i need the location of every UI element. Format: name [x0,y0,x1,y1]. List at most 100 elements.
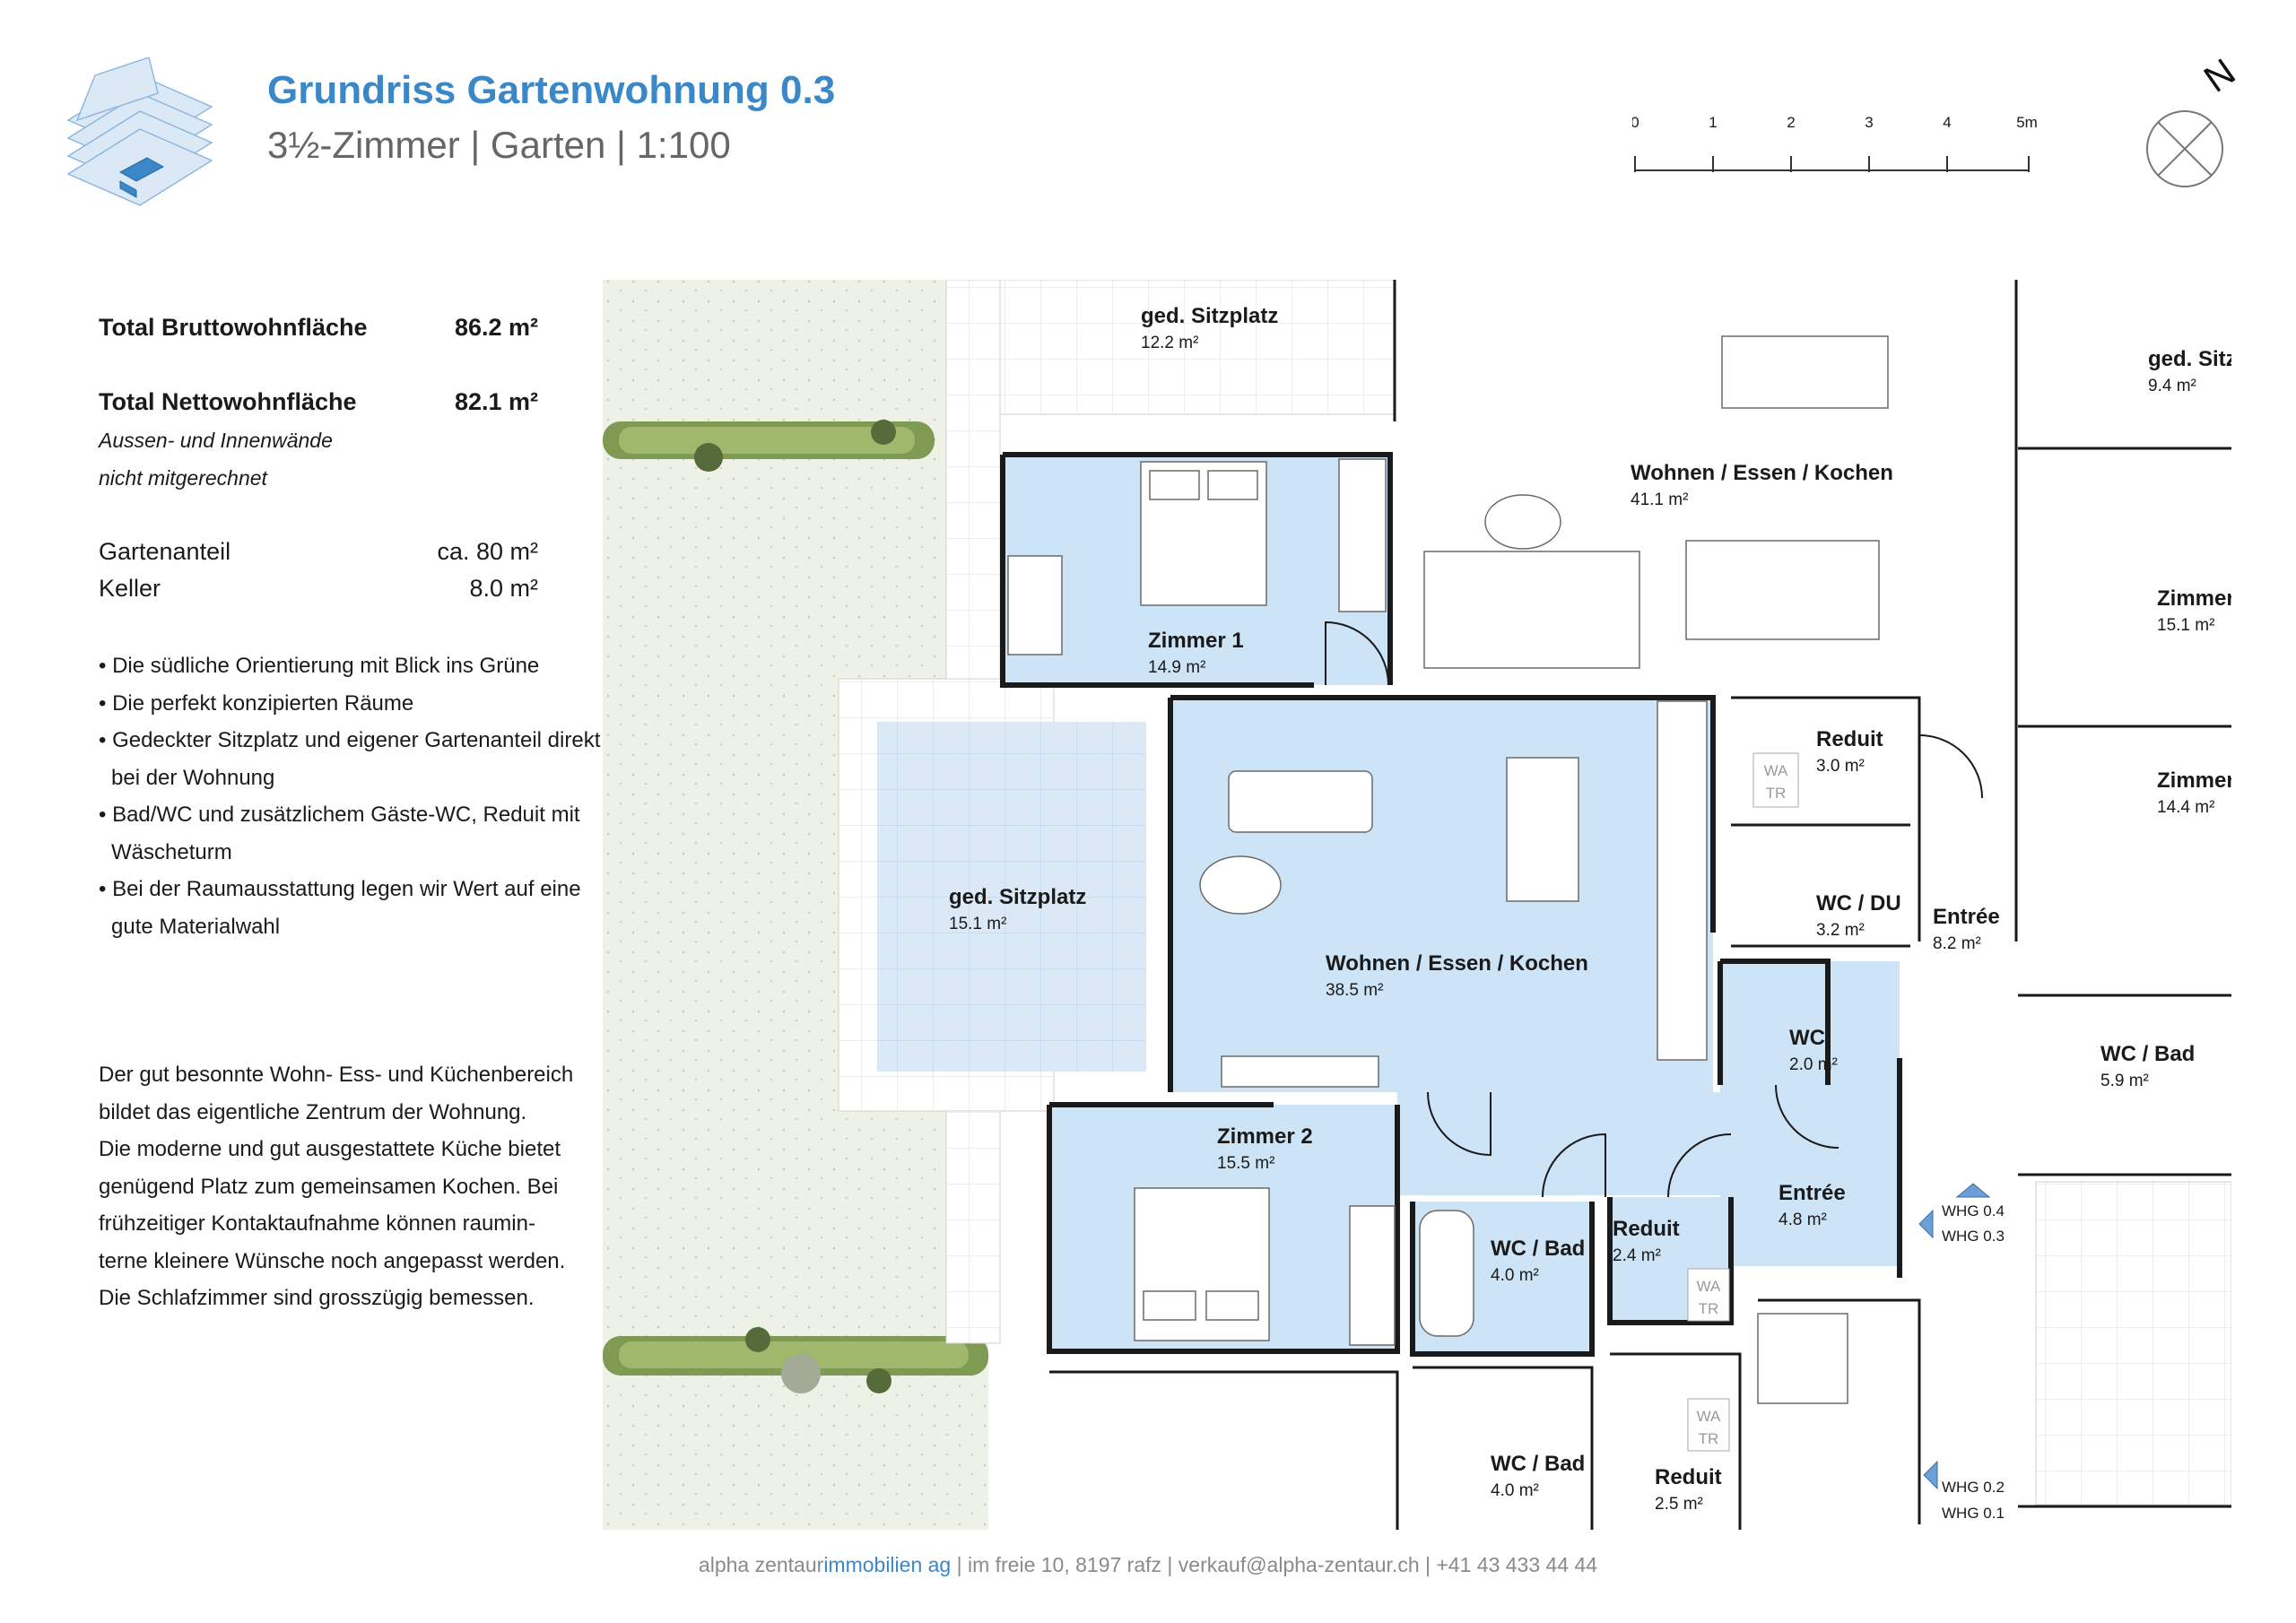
neighbor-room-name: Zimmer [2157,768,2231,793]
description-line: terne kleinere Wünsche noch angepasst we… [99,1248,566,1273]
north-arrow-icon: N [2146,50,2242,187]
room-area: 15.1 m² [949,915,1006,933]
triangle-left-icon [1918,1209,1934,1239]
apartment-markers: WHG 0.4 WHG 0.3 WHG 0.2 WHG 0.1 [1918,1183,2005,1522]
neighbor-room-area: 12.2 m² [1141,334,1198,352]
description-line: Die moderne und gut ausgestattete Küche … [99,1137,561,1161]
watr-label: WA [1764,762,1788,779]
netto-note: nicht mitgerechnet [99,466,267,490]
washer-tower-icon: WA TR [1752,752,1799,808]
neighbor-room-area: 14.4 m² [2157,798,2214,817]
neighbor-shower [1757,1313,1848,1404]
netto-value: 82.1 m² [454,388,538,415]
footer: alpha zentaurimmobilien ag | im freie 10… [0,1553,2296,1577]
sideboard [1221,1055,1379,1088]
washer-tower-icon: WA TR [1687,1268,1730,1322]
keller-value: 8.0 m² [469,575,538,602]
watr-label: WA [1697,1408,1721,1425]
room-name: Wohnen / Essen / Kochen [1326,951,1588,976]
room-area: 38.5 m² [1326,981,1383,1000]
description-line: Die Schlafzimmer sind grosszügig bemesse… [99,1286,535,1310]
whg-label: WHG 0.3 [1942,1228,2005,1245]
watr-label: TR [1699,1430,1719,1447]
garten-row: Gartenanteil ca. 80 m² [99,538,538,566]
scale-tick-label: 5m [2016,114,2038,131]
room-name: WC [1789,1026,1825,1050]
wardrobe [1349,1205,1396,1346]
scale-tick-label: 0 [1632,114,1639,131]
netto-label: Total Nettowohnfläche [99,388,357,415]
scale-bar: 0 1 2 3 4 5m [1632,114,2038,172]
neighbor-room-name: Reduit [1655,1465,1722,1489]
watr-label: TR [1699,1300,1719,1317]
room-area: 2.0 m² [1789,1055,1838,1074]
table-icon [1199,855,1282,915]
description-line: Der gut besonnte Wohn- Ess- und Küchenbe… [99,1063,574,1087]
room-name: ged. Sitzplatz [949,885,1086,909]
washer-tower-icon: WA TR [1687,1398,1730,1452]
neighbor-room-area: 8.2 m² [1933,934,1981,953]
neighbor-room-area: 15.1 m² [2157,616,2214,635]
neighbor-room-area: 9.4 m² [2148,377,2196,395]
neighbor-room-area: 41.1 m² [1631,490,1688,509]
neighbor-sofa [1423,551,1640,669]
room-name: Zimmer 2 [1217,1124,1313,1149]
neighbor-room-name: Reduit [1816,727,1883,751]
room-wc [1722,973,1828,1079]
list-item: • Die südliche Orientierung mit Blick in… [99,654,540,678]
scale-tick-label: 1 [1709,114,1717,131]
company-suffix: immobilien ag [823,1553,952,1576]
description: Der gut besonnte Wohn- Ess- und Küchenbe… [99,1056,619,1317]
room-area: 2.4 m² [1613,1246,1661,1265]
netto-note: Aussen- und Innenwände [99,429,333,452]
description-line: bildet das eigentliche Zentrum der Wohnu… [99,1099,527,1124]
room-area: 14.9 m² [1148,658,1205,677]
description-line: genügend Platz zum gemeinsamen Kochen. B… [99,1174,559,1199]
watr-label: TR [1766,785,1787,802]
neighbor-terrace [999,280,1396,415]
sofa-icon [1228,770,1373,833]
garten-value: ca. 80 m² [437,538,538,565]
neighbor-room-name: ged. Sitz [2148,347,2231,371]
page-subtitle: 3½-Zimmer | Garten | 1:100 [267,124,731,166]
scale-tick-label: 4 [1943,114,1951,131]
neighbor-room-name: WC / Bad [1491,1452,1585,1476]
whg-label: WHG 0.4 [1942,1202,2005,1219]
contact-info: | im freie 10, 8197 rafz | verkauf@alpha… [951,1553,1598,1576]
scale-tick-label: 3 [1865,114,1873,131]
neighbor-room-name: WC / Bad [2100,1042,2195,1066]
neighbor-room-area: 2.5 m² [1655,1495,1703,1514]
bed-icon [1134,1187,1270,1341]
room-corridor [1397,1092,1720,1195]
room-area: 4.0 m² [1491,1266,1539,1285]
neighbor-table [1484,494,1561,550]
floor-plan: Zimmer 1 14.9 m² ged. Sitzplatz 15.1 m² … [603,280,2231,1530]
neighbor-room-name: WC / DU [1816,891,1901,916]
dining-table-icon [1506,757,1579,902]
room-sitzplatz [877,722,1146,1072]
north-label: N [2196,50,2242,100]
netto-row: Total Nettowohnfläche 82.1 m² [99,388,538,416]
building-logo-icon [66,57,213,206]
list-item: • Gedeckter Sitzplatz und eigener Garten… [99,728,601,790]
neighbor-room-area: 4.0 m² [1491,1481,1539,1500]
wardrobe [1338,458,1387,612]
garten-label: Gartenanteil [99,538,231,565]
company-name: alpha zentaur [698,1553,824,1576]
neighbor-room-name: Entrée [1933,905,2000,929]
room-name: Zimmer 1 [1148,629,1244,653]
page-title: Grundriss Gartenwohnung 0.3 [267,68,836,112]
triangle-left-icon [1923,1460,1938,1490]
neighbor-room-area: 5.9 m² [2100,1072,2149,1090]
triangle-up-icon [1955,1183,1991,1198]
bed-icon [1140,461,1267,606]
room-area: 15.5 m² [1217,1154,1274,1173]
brutto-value: 86.2 m² [454,314,538,341]
neighbor-kitchen [1685,540,1880,640]
kitchen-counter [1657,700,1708,1061]
brutto-row: Total Bruttowohnfläche 86.2 m² [99,314,538,342]
description-line: frühzeitiger Kontaktaufnahme können raum… [99,1211,535,1236]
whg-label: WHG 0.2 [1942,1479,2005,1496]
list-item: • Bei der Raumausstattung legen wir Wert… [99,877,581,939]
whg-label: WHG 0.1 [1942,1505,2005,1522]
